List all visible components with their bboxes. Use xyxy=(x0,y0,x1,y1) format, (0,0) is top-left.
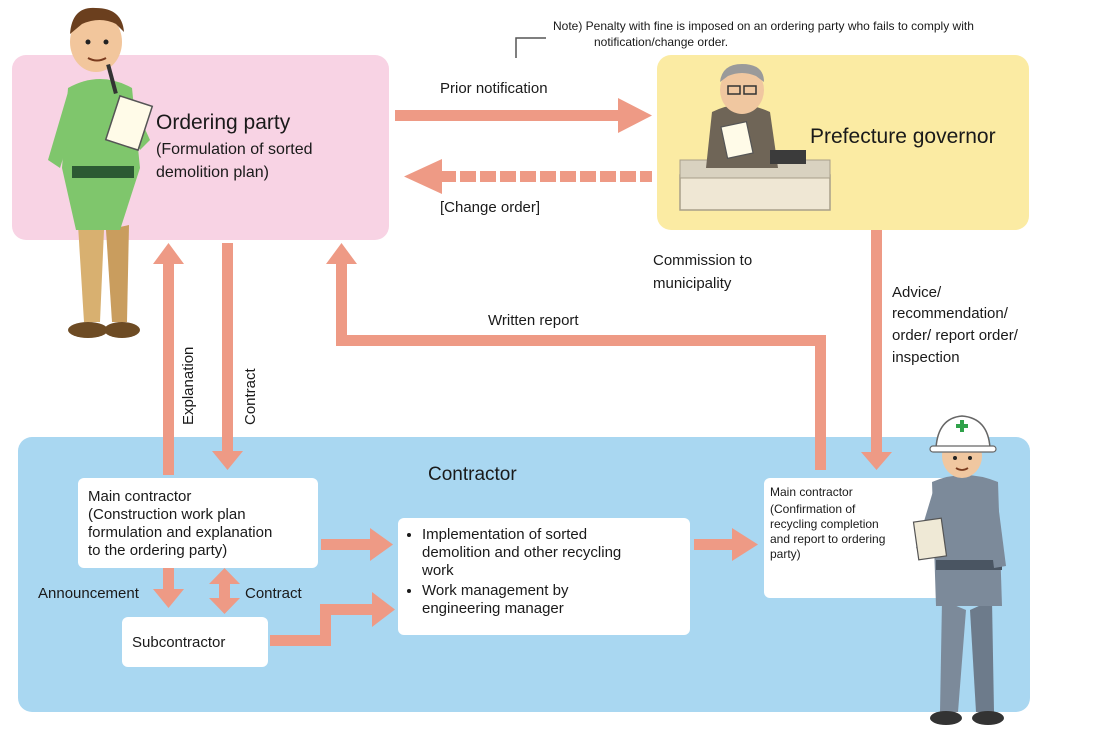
prior-notification-arrow xyxy=(395,110,620,121)
advice-arrow xyxy=(861,230,892,470)
announcement-arrow xyxy=(153,568,184,608)
announcement-label: Announcement xyxy=(38,585,139,602)
subcontractor-box xyxy=(122,617,268,667)
implementation-to-confirmation-arrow xyxy=(694,528,758,561)
implementation-box: Implementation of sorted demolition and … xyxy=(398,518,690,635)
ordering-party-subtitle-1: (Formulation of sorted xyxy=(156,141,313,158)
main-contractor-right-line-2: (Confirmation of xyxy=(770,502,856,516)
contract-horizontal-label: Contract xyxy=(245,585,302,602)
main-contractor-left-box xyxy=(78,478,318,568)
main-contractor-left-line-3: formulation and explanation xyxy=(88,524,273,541)
main-contractor-right-line-5: party) xyxy=(770,547,801,561)
main-contractor-left-line-1: Main contractor xyxy=(88,488,192,505)
main-contractor-right-line-1: Main contractor xyxy=(770,485,853,499)
commission-label-2: municipality xyxy=(653,275,732,292)
main-contractor-left-line-2: (Construction work plan xyxy=(88,506,246,523)
change-order-arrow xyxy=(404,159,652,194)
ordering-party-title: Ordering party xyxy=(156,111,291,134)
main-contractor-left-line-4: to the ordering party) xyxy=(88,542,228,559)
change-order-label: [Change order] xyxy=(440,199,541,216)
contract-arrow-vertical xyxy=(212,243,243,470)
contract-arrow-double xyxy=(209,568,240,614)
advice-label-2: recommendation/ xyxy=(892,305,1008,322)
implementation-list: Implementation of sorted demolition and … xyxy=(404,526,680,618)
advice-label-1: Advice/ xyxy=(892,284,942,301)
subcontractor-to-implementation-arrow xyxy=(270,592,395,646)
explanation-label: Explanation xyxy=(180,346,197,425)
ordering-party-subtitle-2: demolition plan) xyxy=(156,164,269,181)
advice-label-4: inspection xyxy=(892,349,960,366)
contractor-title: Contractor xyxy=(428,464,517,485)
main-contractor-right-line-3: recycling completion xyxy=(770,517,879,531)
note-leader xyxy=(515,37,546,58)
note-line-2: notification/change order. xyxy=(594,35,729,49)
implementation-item-1: Implementation of sorted demolition and … xyxy=(422,526,680,580)
commission-label-1: Commission to xyxy=(653,252,753,269)
explanation-arrow xyxy=(153,243,184,475)
main-to-implementation-arrow xyxy=(321,528,393,561)
advice-label-3: order/ report order/ xyxy=(892,327,1018,344)
prior-notification-label: Prior notification xyxy=(440,80,548,97)
governor-title: Prefecture governor xyxy=(810,125,996,148)
subcontractor-label: Subcontractor xyxy=(132,634,226,651)
written-report-arrow xyxy=(326,243,826,470)
main-contractor-right-line-4: and report to ordering xyxy=(770,532,886,546)
implementation-item-2: Work management by engineering manager xyxy=(422,582,680,618)
note-line-1: Note) Penalty with fine is imposed on an… xyxy=(553,19,974,33)
contract-vertical-label: Contract xyxy=(242,368,259,425)
written-report-label: Written report xyxy=(488,312,579,329)
